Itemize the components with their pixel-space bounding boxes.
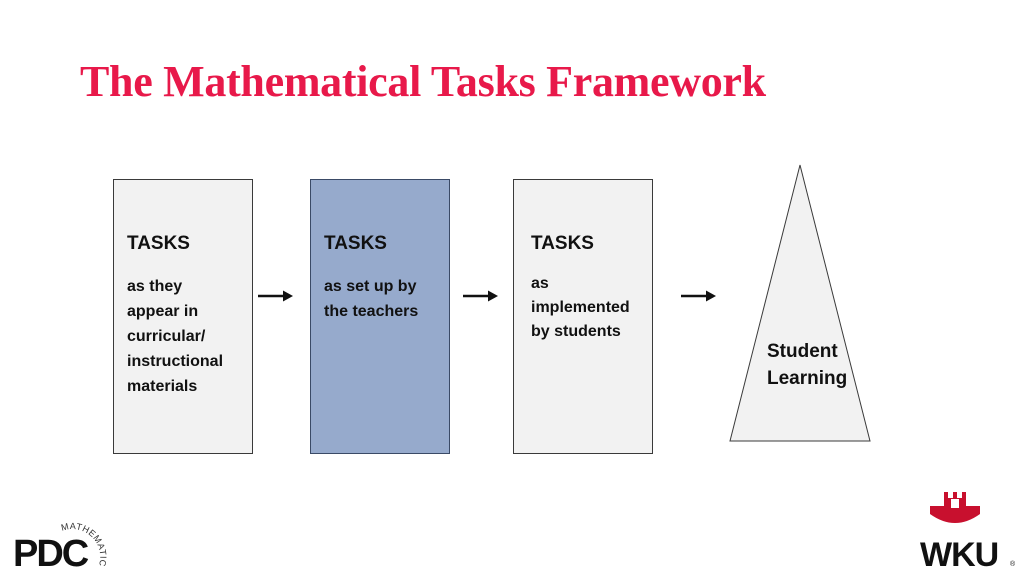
svg-text:®: ®: [1010, 560, 1016, 568]
student-learning-label: Student Learning: [767, 341, 848, 389]
svg-text:PDC: PDC: [13, 533, 89, 572]
arrow-right-icon: [258, 290, 293, 302]
tasks-box-curricular: TASKS as they appear in curricular/ inst…: [113, 179, 253, 454]
pdc-mathematics-logo: PDC MATHEMATICS: [10, 520, 108, 572]
tasks-box-setup: TASKS as set up by the teachers: [310, 179, 450, 454]
student-learning-triangle: [729, 164, 871, 442]
arrow-right-icon: [463, 290, 498, 302]
arrow-right-icon: [681, 290, 716, 302]
box-heading: TASKS: [324, 233, 387, 254]
box-description: as implemented by students: [531, 275, 630, 340]
slide-title: The Mathematical Tasks Framework: [80, 57, 766, 106]
box-description: as set up by the teachers: [324, 278, 419, 320]
tasks-box-implemented: TASKS as implemented by students: [513, 179, 653, 454]
box-description: as they appear in curricular/ instructio…: [127, 278, 224, 395]
wku-logo: WKU ®: [920, 492, 1016, 570]
box-heading: TASKS: [127, 233, 190, 254]
svg-text:WKU: WKU: [920, 536, 998, 570]
box-heading: TASKS: [531, 233, 594, 254]
